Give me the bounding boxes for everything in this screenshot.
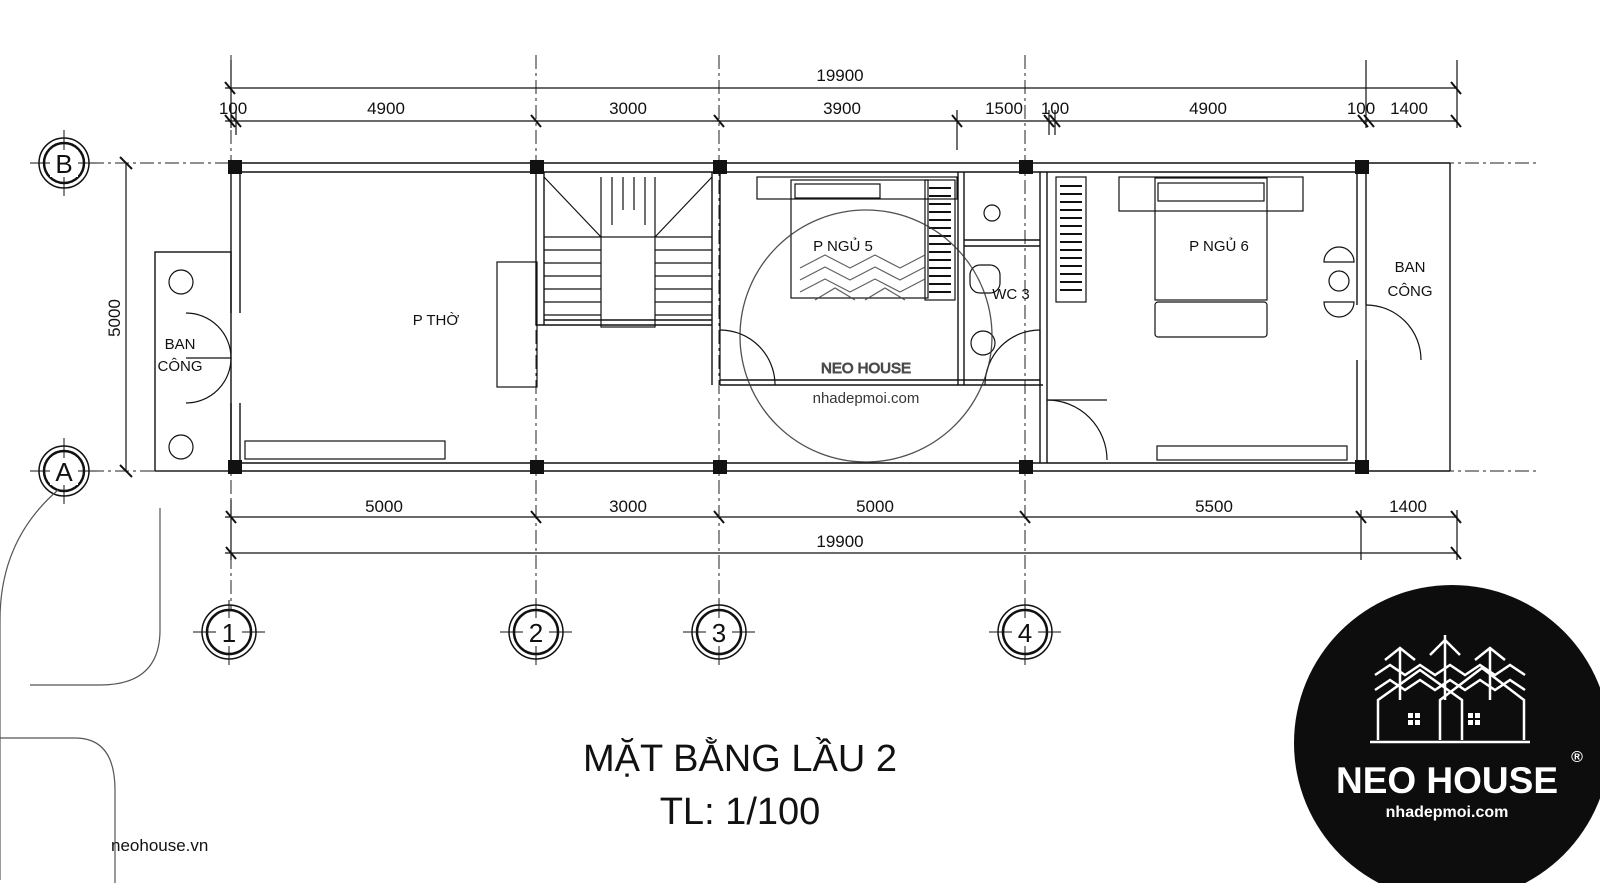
page-frame-curves (0, 489, 161, 883)
drawing-scale: TL: 1/100 (660, 791, 821, 833)
room-label-wc-3: WC 3 (992, 286, 1030, 303)
dim-bottom-seg: 3000 (609, 497, 647, 516)
room-label-balcony-right: BAN (1395, 259, 1426, 276)
dim-bottom-seg: 5500 (1195, 497, 1233, 516)
drawing-title: MẶT BẰNG LẦU 2 (583, 736, 897, 780)
watermark-brand: NEO HOUSE (821, 360, 911, 377)
grid-bubble-4: 4 (989, 600, 1061, 665)
footer-site-url: neohouse.vn (111, 836, 208, 855)
axis-lines (90, 55, 1540, 610)
room-labels: BAN CÔNG P THỜ P NGỦ 5 WC 3 P NGỦ 6 BAN … (158, 237, 1433, 375)
dim-top-seg: 100 (219, 99, 247, 118)
grid-bubbles: B A 1 2 3 (30, 130, 1061, 665)
dim-top-seg: 3900 (823, 99, 861, 118)
dim-bottom-overall: 19900 (816, 532, 863, 551)
columns (228, 160, 1369, 474)
dim-top-seg: 100 (1041, 99, 1069, 118)
dim-top-seg: 3000 (609, 99, 647, 118)
walls (154, 162, 1451, 472)
dim-top-seg: 100 (1347, 99, 1375, 118)
dimension-lines (119, 60, 1462, 560)
room-label-altar: P THỜ (413, 312, 460, 329)
bottom-dimension-texts: 5000 3000 5000 5500 1400 19900 (365, 497, 1427, 551)
logo-url: nhadepmoi.com (1386, 804, 1509, 821)
neo-house-logo: NEO HOUSE ® nhadepmoi.com (1294, 585, 1600, 883)
dim-bottom-seg: 5000 (856, 497, 894, 516)
grid-label-2: 2 (529, 618, 543, 648)
top-dimension-texts: 19900 100 4900 3000 3900 1500 100 4900 1… (219, 66, 1428, 118)
dim-bottom-seg: 5000 (365, 497, 403, 516)
grid-label-a: A (55, 457, 73, 487)
logo-brand: NEO HOUSE (1336, 760, 1558, 801)
dim-top-seg: 1400 (1390, 99, 1428, 118)
room-label-bedroom-5: P NGỦ 5 (813, 237, 873, 255)
logo-house-icon (1370, 635, 1530, 744)
logo-registered-mark: ® (1571, 749, 1583, 766)
room-label-bedroom-6: P NGỦ 6 (1189, 237, 1249, 255)
watermark-stamp: NEO HOUSE nhadepmoi.com (739, 209, 993, 463)
grid-label-1: 1 (222, 618, 236, 648)
room-label-balcony-left: BAN (165, 336, 196, 353)
room-label-balcony-left: CÔNG (158, 358, 203, 375)
dim-top-seg: 4900 (367, 99, 405, 118)
grid-label-3: 3 (712, 618, 726, 648)
dim-top-seg: 1500 (985, 99, 1023, 118)
furniture (168, 176, 1355, 461)
grid-bubble-3: 3 (683, 600, 755, 665)
doors (185, 304, 1422, 461)
dim-top-overall: 19900 (816, 66, 863, 85)
grid-bubble-2: 2 (500, 600, 572, 665)
grid-bubble-1: 1 (193, 600, 265, 665)
grid-label-4: 4 (1018, 618, 1032, 648)
watermark-url: nhadepmoi.com (813, 390, 920, 407)
room-label-balcony-right: CÔNG (1388, 283, 1433, 300)
dim-left: 5000 (105, 299, 124, 337)
grid-bubble-b: B (30, 130, 97, 196)
dim-bottom-seg: 1400 (1389, 497, 1427, 516)
grid-label-b: B (55, 149, 72, 179)
dim-top-seg: 4900 (1189, 99, 1227, 118)
grid-bubble-a: A (30, 438, 97, 504)
